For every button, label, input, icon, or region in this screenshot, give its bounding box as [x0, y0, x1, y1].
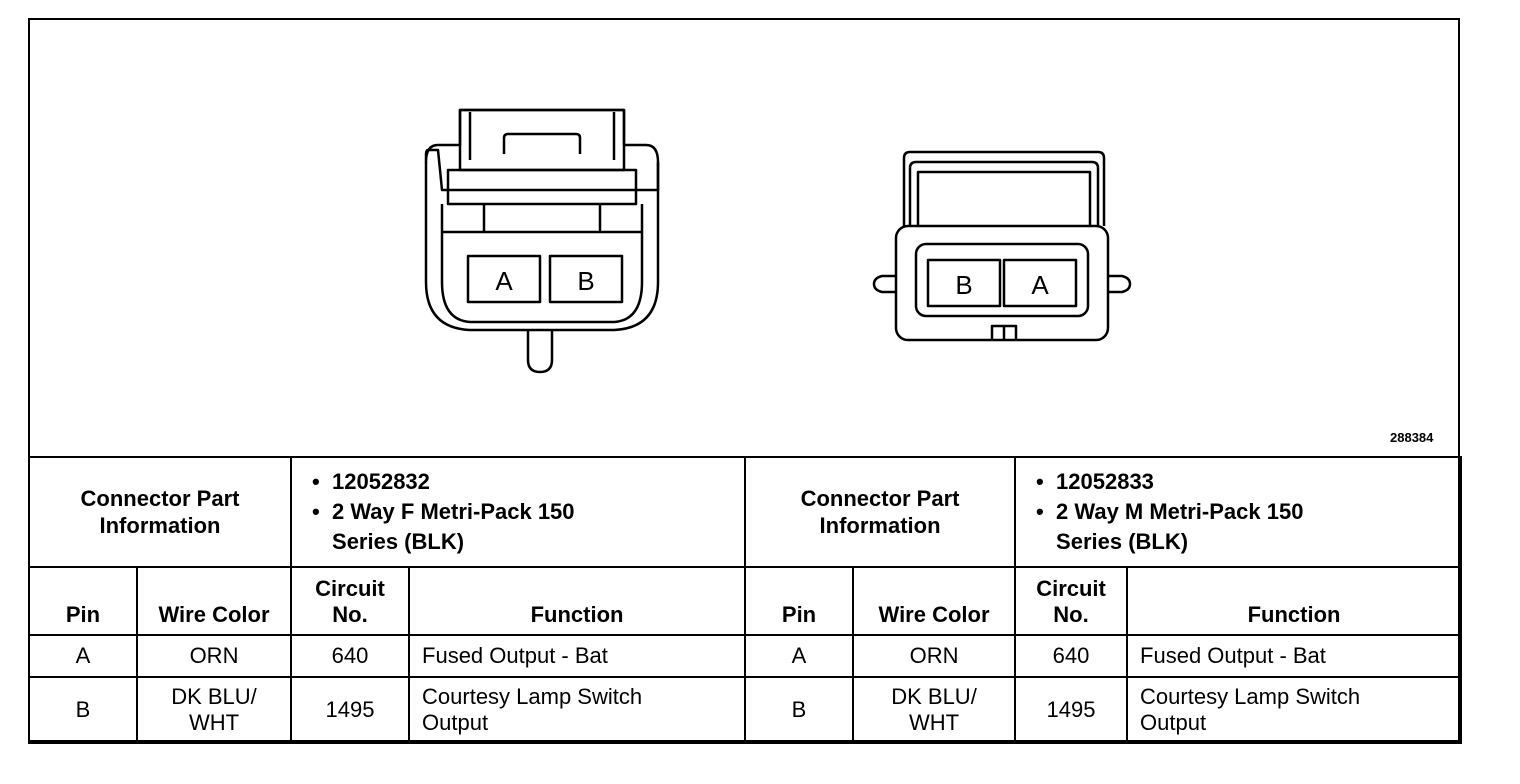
info-label-text: Connector Part Information [80, 486, 240, 538]
female-connector-drawing [424, 108, 660, 374]
circuit-cell: 1495 [1014, 676, 1129, 744]
pin-cavity [466, 254, 542, 304]
connector-info-details: •12052833 •2 Way M Metri-Pack 150 Series… [1014, 456, 1463, 568]
info-item: •12052833 [1036, 469, 1154, 494]
connector-info-row: Connector Part Information •12052832 •2 … [27, 456, 1463, 568]
pin-cell: B [28, 676, 138, 744]
info-item: •2 Way F Metri-Pack 150 Series (BLK) [312, 499, 575, 554]
header-circuit-no: Circuit No. [1014, 566, 1129, 636]
header-pin: Pin [744, 566, 855, 636]
pin-cell: A [744, 634, 855, 678]
header-wire-color: Wire Color [852, 566, 1017, 636]
info-item: •12052832 [312, 469, 430, 494]
pin-cavity [548, 254, 624, 304]
pinout-table: Connector Part Information •12052832 •2 … [27, 456, 1463, 744]
pin-label: B [577, 266, 594, 296]
connector-frame: A B B A 288384 Connector Part Informatio… [27, 18, 1463, 744]
connector-info-label: Connector Part Information [27, 456, 293, 568]
function-cell: Fused Output - Bat [408, 634, 747, 678]
function-cell: Fused Output - Bat [1126, 634, 1463, 678]
header-function: Function [1126, 566, 1463, 636]
connector-drawing: A B B A [424, 108, 1132, 374]
wire-color-cell: DK BLU/ WHT [852, 676, 1017, 744]
function-cell: Courtesy Lamp Switch Output [1126, 676, 1463, 744]
figure-id: 288384 [1390, 430, 1434, 445]
pin-label: B [955, 270, 972, 300]
pin-cell: A [28, 634, 138, 678]
header-pin: Pin [28, 566, 138, 636]
connector-info-label: Connector Part Information [744, 456, 1017, 568]
pin-cavity [1002, 258, 1078, 308]
info-label-text: Connector Part Information [800, 486, 960, 538]
table-row: B DK BLU/ WHT 1495 Courtesy Lamp Switch … [28, 676, 1463, 744]
function-cell: Courtesy Lamp Switch Output [408, 676, 747, 744]
header-circuit-no: Circuit No. [290, 566, 411, 636]
wire-color-cell: ORN [135, 634, 293, 678]
circuit-cell: 640 [1014, 634, 1129, 678]
wire-color-cell: DK BLU/ WHT [135, 676, 293, 744]
circuit-cell: 640 [290, 634, 411, 678]
pin-cavity [926, 258, 1002, 308]
connector-info-details: •12052832 •2 Way F Metri-Pack 150 Series… [290, 456, 747, 568]
pin-label: A [1031, 270, 1049, 300]
header-row: Pin Wire Color Circuit No. Function Pin … [28, 566, 1463, 636]
male-connector-drawing [872, 150, 1132, 342]
circuit-cell: 1495 [290, 676, 411, 744]
pin-cell: B [744, 676, 855, 744]
table-row: A ORN 640 Fused Output - Bat A ORN 640 F… [28, 634, 1463, 678]
info-item: •2 Way M Metri-Pack 150 Series (BLK) [1036, 499, 1304, 554]
header-wire-color: Wire Color [135, 566, 293, 636]
pin-label: A [495, 266, 513, 296]
header-function: Function [408, 566, 747, 636]
connector-diagram: A B B A 288384 [30, 20, 1458, 456]
wire-color-cell: ORN [852, 634, 1017, 678]
